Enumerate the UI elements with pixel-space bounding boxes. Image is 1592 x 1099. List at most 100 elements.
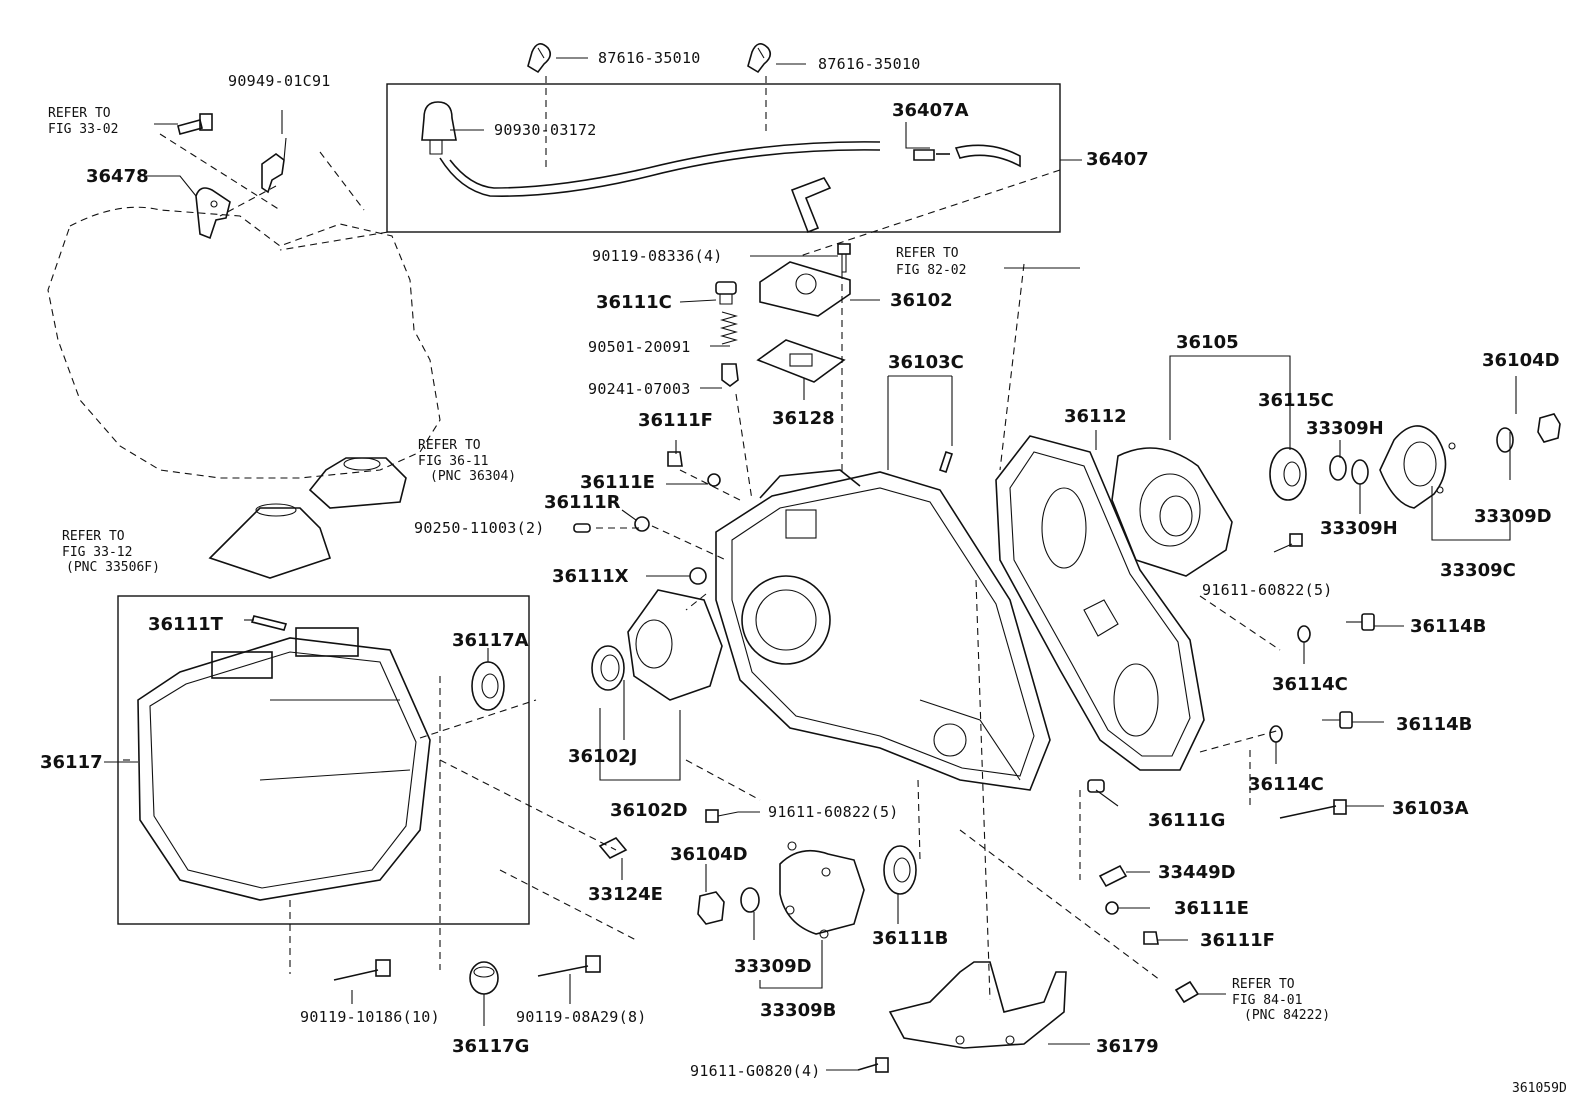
label-87616-35010-a: 87616-35010 xyxy=(598,49,701,67)
cover-36102 xyxy=(759,261,851,317)
transmission-outline xyxy=(47,206,441,479)
label-36478: 36478 xyxy=(86,166,149,187)
label-refer-to-8202: REFER TO xyxy=(896,246,959,261)
label-36112: 36112 xyxy=(1064,406,1127,427)
label-36111e-top: 36111E xyxy=(580,472,655,493)
plug-36117G xyxy=(469,961,499,995)
label-36103a: 36103A xyxy=(1392,798,1469,819)
seal-36111B xyxy=(883,845,917,895)
bolt-refer-3302 xyxy=(177,113,213,135)
label-pnc-36304: (PNC 36304) xyxy=(430,469,516,484)
label-33309h-a: 33309H xyxy=(1306,418,1384,439)
nut-36111E-bot xyxy=(1105,901,1119,915)
ball-90241 xyxy=(721,363,739,387)
label-refer-to-3302: REFER TO xyxy=(48,106,111,121)
label-33309d-bot: 33309D xyxy=(734,956,812,977)
label-36117: 36117 xyxy=(40,752,103,773)
label-36114c-b: 36114C xyxy=(1248,774,1324,795)
label-33124e: 33124E xyxy=(588,884,663,905)
label-36117g: 36117G xyxy=(452,1036,529,1057)
bolt-36103A xyxy=(1279,799,1347,819)
label-36104d-bot: 36104D xyxy=(670,844,748,865)
flange-33309C xyxy=(1379,425,1456,509)
washer-36114C-a xyxy=(1297,625,1311,643)
label-36111f-bot: 36111F xyxy=(1200,930,1275,951)
label-36114b-a: 36114B xyxy=(1410,616,1486,637)
washer-33309H-a xyxy=(1329,455,1347,481)
label-90250-11003: 90250-11003(2) xyxy=(414,519,545,537)
gasket-36128 xyxy=(756,339,846,383)
label-fig-84-01: FIG 84-01 xyxy=(1232,993,1302,1008)
bolt-90119-08A29 xyxy=(537,955,601,977)
extension-housing-36117 xyxy=(137,627,431,901)
label-refer-to-3312: REFER TO xyxy=(62,529,125,544)
bolt-90119-10186 xyxy=(333,959,391,981)
rear-cover-36105 xyxy=(1111,447,1233,577)
bolt-refer-8401 xyxy=(1174,980,1200,1004)
bolt-36111F-top xyxy=(667,451,683,467)
nut-36111E-top xyxy=(707,473,721,487)
pin-36103C xyxy=(938,450,954,474)
label-33309c: 33309C xyxy=(1440,560,1516,581)
bracket-36179 xyxy=(888,961,1067,1049)
label-36128: 36128 xyxy=(772,408,835,429)
label-fig-33-02: FIG 33-02 xyxy=(48,122,118,137)
label-36114c-a: 36114C xyxy=(1272,674,1348,695)
adapter-refer-3312 xyxy=(208,503,332,579)
bolt-91611-60822-mid xyxy=(705,809,739,823)
front-cover-36102D xyxy=(627,589,723,701)
adapter-refer-3611 xyxy=(308,457,407,509)
label-refer-to-3611: REFER TO xyxy=(418,438,481,453)
label-36111r: 36111R xyxy=(544,492,621,513)
bracket-36478 xyxy=(195,187,231,240)
spring-90501 xyxy=(719,311,739,345)
clip-87616-b xyxy=(747,43,772,74)
seal-36102J xyxy=(591,645,625,691)
label-36103c: 36103C xyxy=(888,352,964,373)
plug-36111G xyxy=(1087,779,1105,793)
label-36115c: 36115C xyxy=(1258,390,1334,411)
label-91611-60822-mid: 91611-60822(5) xyxy=(768,803,899,821)
label-90119-08336: 90119-08336(4) xyxy=(592,247,723,265)
label-90501-20091: 90501-20091 xyxy=(588,338,691,356)
label-fig-36-11: FIG 36-11 xyxy=(418,454,488,469)
extension-housing-box xyxy=(117,595,530,925)
label-36179: 36179 xyxy=(1096,1036,1159,1057)
hose-36407A xyxy=(913,149,950,161)
label-90119-10186: 90119-10186(10) xyxy=(300,1008,440,1026)
label-36105: 36105 xyxy=(1176,332,1239,353)
label-pnc-84222: (PNC 84222) xyxy=(1244,1008,1330,1023)
label-90949-01c91: 90949-01C91 xyxy=(228,72,331,90)
bearing-36115C xyxy=(1269,447,1307,501)
bolt-33449D xyxy=(1098,864,1128,888)
label-36111t: 36111T xyxy=(148,614,224,635)
label-87616-35010-b: 87616-35010 xyxy=(818,55,921,73)
clip-87616-a xyxy=(527,43,552,74)
label-36117a: 36117A xyxy=(452,630,529,651)
label-36407: 36407 xyxy=(1086,149,1149,170)
label-refer-to-8401: REFER TO xyxy=(1232,977,1295,992)
nut-36104D-top xyxy=(1537,413,1561,443)
label-36102j: 36102J xyxy=(568,746,637,767)
label-33309d-right: 33309D xyxy=(1474,506,1552,527)
bolt-91611-G0820 xyxy=(857,1057,889,1073)
label-fig-82-02: FIG 82-02 xyxy=(896,263,966,278)
label-36111f-top: 36111F xyxy=(638,410,713,431)
label-36102d: 36102D xyxy=(610,800,688,821)
label-pnc-33506f: (PNC 33506F) xyxy=(66,560,160,575)
label-90930-03172: 90930-03172 xyxy=(494,121,597,139)
label-91611-g0820: 91611-G0820(4) xyxy=(690,1062,821,1080)
breather-plug-90930 xyxy=(421,101,457,155)
label-36104d-top: 36104D xyxy=(1482,350,1560,371)
bolt-36114B-b xyxy=(1322,711,1353,729)
pin-90250 xyxy=(573,523,591,533)
breather-hose xyxy=(439,149,881,197)
fitting-33124E xyxy=(598,837,628,859)
label-33309h-b: 33309H xyxy=(1320,518,1398,539)
washer-36114C-b xyxy=(1269,725,1283,743)
label-36111c: 36111C xyxy=(596,292,672,313)
hose-kit-box xyxy=(386,83,1061,233)
plug-36111C xyxy=(715,281,737,305)
flange-33309B xyxy=(779,841,865,939)
bolt-91611-60822-right xyxy=(1273,533,1303,553)
